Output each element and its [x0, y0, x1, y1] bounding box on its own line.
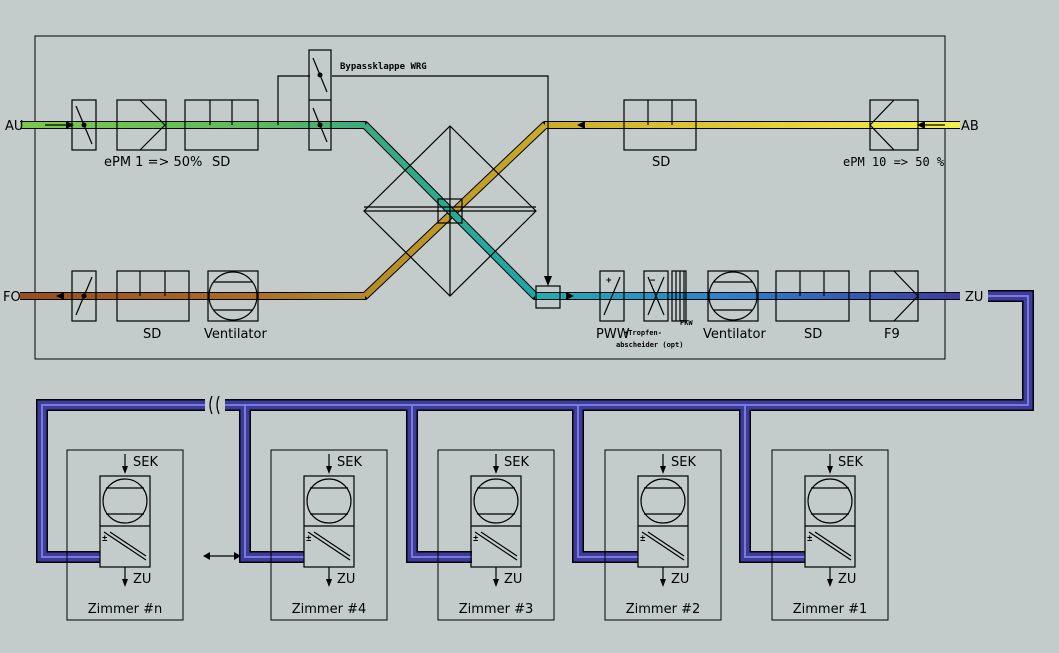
room-3: ± SEK ZU Zimmer #3 — [437, 449, 555, 621]
room-zu-label: ZU — [337, 572, 355, 587]
pkw-cooler: − — [643, 270, 687, 322]
heat-exchanger — [363, 125, 537, 297]
room-2: ± SEK ZU Zimmer #4 — [270, 449, 388, 621]
room-1: ± SEK ZU Zimmer #n — [66, 449, 184, 621]
abscheider-label: abscheider (opt) — [616, 341, 683, 349]
fo-silencer-label: SD — [143, 327, 161, 342]
svg-text:+: + — [606, 276, 612, 286]
room-zu-label: ZU — [838, 572, 856, 587]
room-5: ± SEK ZU Zimmer #1 — [771, 449, 889, 621]
zu-fan-label: Ventilator — [703, 327, 766, 342]
tropfen-label: +Tropfen- — [624, 329, 662, 337]
bypass-damper — [308, 49, 332, 151]
coil-sign: ± — [306, 534, 312, 544]
pww-heater: + — [599, 270, 625, 322]
au-silencer-label: SD — [212, 155, 230, 170]
au-damper — [71, 99, 97, 151]
room-sek-label: SEK — [671, 455, 696, 470]
zu-silencer-label: SD — [804, 327, 822, 342]
ahu-housing — [34, 35, 946, 360]
coil-sign: ± — [473, 534, 479, 544]
f9-filter — [869, 270, 919, 322]
continuation-arrow — [203, 552, 241, 560]
au-silencer — [184, 99, 259, 151]
room-name: Zimmer #1 — [793, 602, 867, 617]
f9-label: F9 — [884, 327, 900, 342]
svg-text:−: − — [650, 276, 656, 286]
room-sek-label: SEK — [337, 455, 362, 470]
coil-sign: ± — [807, 534, 813, 544]
room-zu-label: ZU — [133, 572, 151, 587]
coil-sign: ± — [640, 534, 646, 544]
room-zu-label: ZU — [504, 572, 522, 587]
port-au: AU — [5, 119, 23, 134]
room-sek-label: SEK — [838, 455, 863, 470]
ab-silencer — [623, 99, 697, 151]
room-name: Zimmer #3 — [459, 602, 533, 617]
fo-damper — [71, 270, 97, 322]
ab-silencer-label: SD — [652, 155, 670, 170]
bypass-duct — [277, 75, 561, 309]
port-ab: AB — [961, 119, 979, 134]
bypass-label: Bypassklappe WRG — [340, 62, 427, 72]
fo-silencer — [116, 270, 190, 322]
fo-fan-label: Ventilator — [204, 327, 267, 342]
flow-arrows — [45, 121, 945, 300]
room-sek-label: SEK — [133, 455, 158, 470]
rooms: ± SEK ZU Zimmer #n ± SEK ZU Zimmer #4 ± SEK ZU Zimm… — [66, 449, 889, 621]
port-zu: ZU — [965, 290, 983, 305]
room-sek-label: SEK — [504, 455, 529, 470]
port-fo: FO — [3, 290, 21, 305]
au-filter-label: ePM 1 => 50% — [104, 155, 202, 170]
au-filter — [116, 99, 167, 151]
zu-fan — [707, 270, 759, 322]
room-zu-label: ZU — [671, 572, 689, 587]
pkw-label: PKW — [680, 319, 693, 327]
room-name: Zimmer #n — [88, 602, 162, 617]
supply-distribution-duct — [36, 290, 1034, 563]
fo-fan — [207, 270, 259, 322]
coil-sign: ± — [102, 534, 108, 544]
room-name: Zimmer #4 — [292, 602, 366, 617]
zu-silencer — [775, 270, 850, 322]
room-name: Zimmer #2 — [626, 602, 700, 617]
ab-filter-label: ePM 10 => 50 % — [843, 155, 945, 169]
room-4: ± SEK ZU Zimmer #2 — [604, 449, 722, 621]
pww-label: PWW — [596, 327, 630, 342]
